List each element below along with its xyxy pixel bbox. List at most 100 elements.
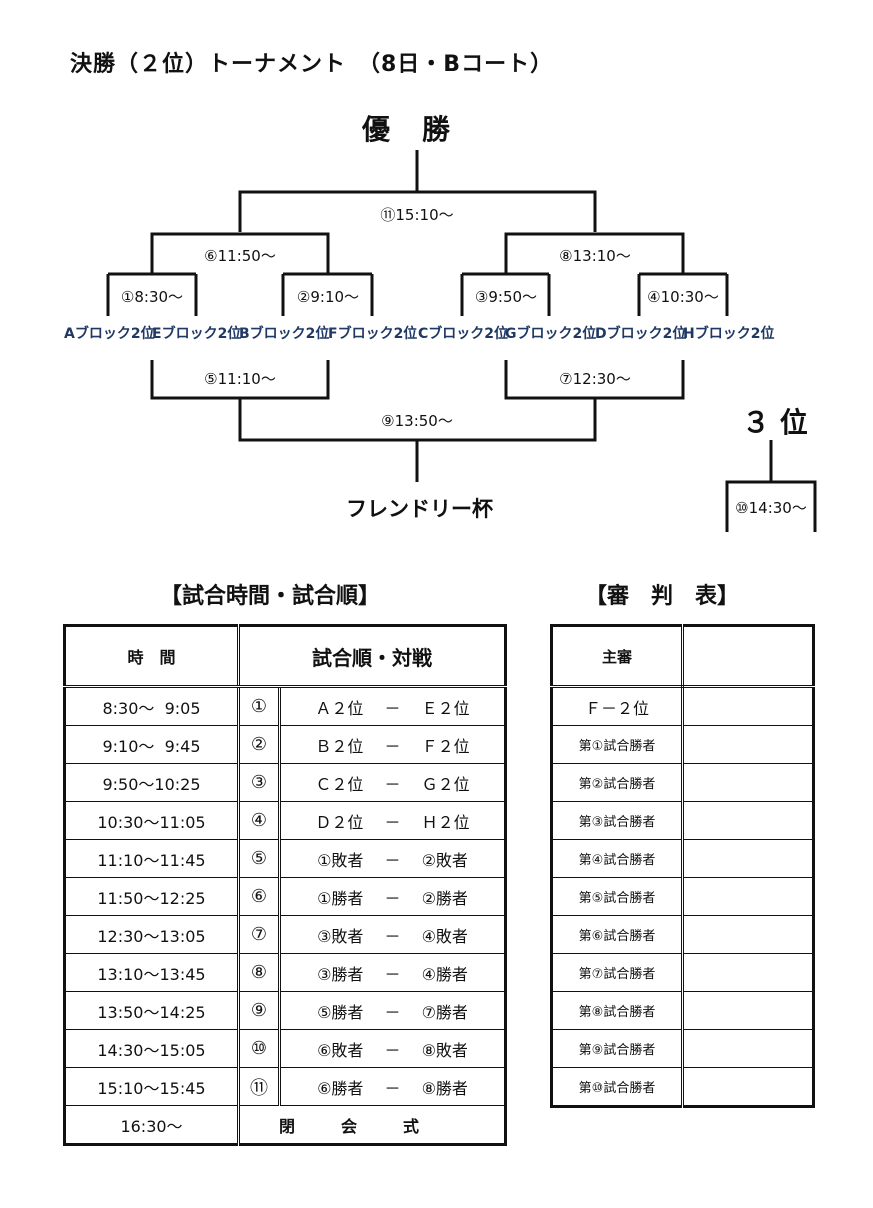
referee-assignment: 第④試合勝者 [551, 839, 684, 878]
referee-slot [682, 725, 814, 764]
match-pairing: Ｄ２位 － Ｈ２位 [279, 801, 506, 840]
schedule-header-row: 時 間 試合順・対戦 [64, 625, 506, 688]
referee-slot [682, 686, 814, 726]
match-time: 13:10～13:45 [64, 953, 239, 992]
match-number: ⑤ [237, 839, 281, 878]
match-number: ⑩ [237, 1029, 281, 1068]
match-number: ⑦ [237, 915, 281, 954]
match-number: ① [237, 686, 281, 726]
bracket-line-m6 [106, 232, 374, 316]
page-title: 決勝（２位）トーナメント （8日・Bコート） [70, 52, 554, 77]
referee-row: 第⑤試合勝者 [551, 877, 814, 916]
match-time: 10:30～11:05 [64, 801, 239, 840]
closing-ceremony: 閉会式 [237, 1105, 506, 1145]
header-chief-referee: 主審 [551, 625, 684, 688]
champion-label: 優 勝 [362, 113, 453, 146]
referee-row: 第④試合勝者 [551, 839, 814, 878]
team-label: Aブロック2位 [64, 326, 155, 342]
closing-time: 16:30～ [64, 1105, 239, 1145]
referee-row: 第⑧試合勝者 [551, 991, 814, 1030]
match-time: 12:30～13:05 [64, 915, 239, 954]
referee-slot [682, 763, 814, 802]
match-pairing: ①勝者 － ②勝者 [279, 877, 506, 916]
match-number: ② [237, 725, 281, 764]
match-pairing: Ｃ２位 － Ｇ２位 [279, 763, 506, 802]
referee-assignment: 第①試合勝者 [551, 725, 684, 764]
third-place-label: ３ 位 [742, 406, 808, 439]
referee-row: 第⑨試合勝者 [551, 1029, 814, 1068]
bracket-line-m8 [460, 232, 729, 316]
match-number: ⑥ [237, 877, 281, 916]
match-number: ⑧ [237, 953, 281, 992]
referee-assignment: Ｆ－２位 [551, 686, 684, 726]
friendly-cup-label: フレンドリー杯 [346, 497, 493, 521]
team-label: Eブロック2位 [152, 326, 242, 342]
match-time: 13:50～14:25 [64, 991, 239, 1030]
referee-row: Ｆ－２位 [551, 686, 814, 726]
referee-assignment: 第⑧試合勝者 [551, 991, 684, 1030]
match-time: 9:10～ 9:45 [64, 725, 239, 764]
match-number: ⑨ [237, 991, 281, 1030]
referee-assignment: 第⑨試合勝者 [551, 1029, 684, 1068]
referee-slot [682, 953, 814, 992]
match-time: 11:50～12:25 [64, 877, 239, 916]
team-label: Fブロック2位 [328, 326, 418, 342]
match-6-label: ⑥11:50～ [204, 247, 276, 265]
match-time: 8:30～ 9:05 [64, 686, 239, 726]
match-pairing: ⑤勝者 － ⑦勝者 [279, 991, 506, 1030]
referee-assignment: 第②試合勝者 [551, 763, 684, 802]
referee-slot [682, 625, 814, 688]
match-3-label: ③9:50～ [474, 288, 538, 306]
match-pairing: ③勝者 － ④勝者 [279, 953, 506, 992]
team-label: Bブロック2位 [239, 326, 330, 342]
match-pairing: Ａ２位 － Ｅ２位 [279, 686, 506, 726]
match-pairing: ⑥勝者 － ⑧勝者 [279, 1067, 506, 1106]
team-label: Cブロック2位 [418, 326, 509, 342]
match-pairing: ⑥敗者 － ⑧敗者 [279, 1029, 506, 1068]
match-number: ③ [237, 763, 281, 802]
match-10-label: ⑩14:30～ [735, 499, 807, 517]
match-pairing: ③敗者 － ④敗者 [279, 915, 506, 954]
referee-slot [682, 1029, 814, 1068]
referee-assignment: 第⑥試合勝者 [551, 915, 684, 954]
referee-header-row: 主審 [551, 625, 814, 688]
bracket-line-final [238, 150, 597, 232]
referee-slot [682, 1067, 814, 1107]
match-7-label: ⑦12:30～ [559, 370, 631, 388]
match-5-label: ⑤11:10～ [204, 370, 276, 388]
referee-assignment: 第⑦試合勝者 [551, 953, 684, 992]
header-time: 時 間 [64, 625, 239, 688]
team-label: Gブロック2位 [505, 326, 597, 342]
referee-row: 第⑥試合勝者 [551, 915, 814, 954]
schedule-section-title: 【試合時間・試合順】 [160, 584, 381, 609]
referee-row: 第③試合勝者 [551, 801, 814, 840]
referee-slot [682, 991, 814, 1030]
match-time: 9:50～10:25 [64, 763, 239, 802]
tournament-bracket [106, 150, 817, 532]
team-label: Hブロック2位 [683, 326, 775, 342]
referee-assignment: 第③試合勝者 [551, 801, 684, 840]
referee-row: 第②試合勝者 [551, 763, 814, 802]
team-label: Dブロック2位 [595, 326, 687, 342]
closing-row: 16:30～閉会式 [64, 1105, 506, 1145]
match-number: ④ [237, 801, 281, 840]
referee-row: 第①試合勝者 [551, 725, 814, 764]
referee-row: 第⑦試合勝者 [551, 953, 814, 992]
referee-slot [682, 801, 814, 840]
referee-section-title: 【審 判 表】 [585, 584, 740, 609]
match-pairing: Ｂ２位 － Ｆ２位 [279, 725, 506, 764]
match-2-label: ②9:10～ [296, 288, 360, 306]
match-4-label: ④10:30～ [647, 288, 719, 306]
match-time: 14:30～15:05 [64, 1029, 239, 1068]
referee-assignment: 第⑩試合勝者 [551, 1067, 684, 1107]
